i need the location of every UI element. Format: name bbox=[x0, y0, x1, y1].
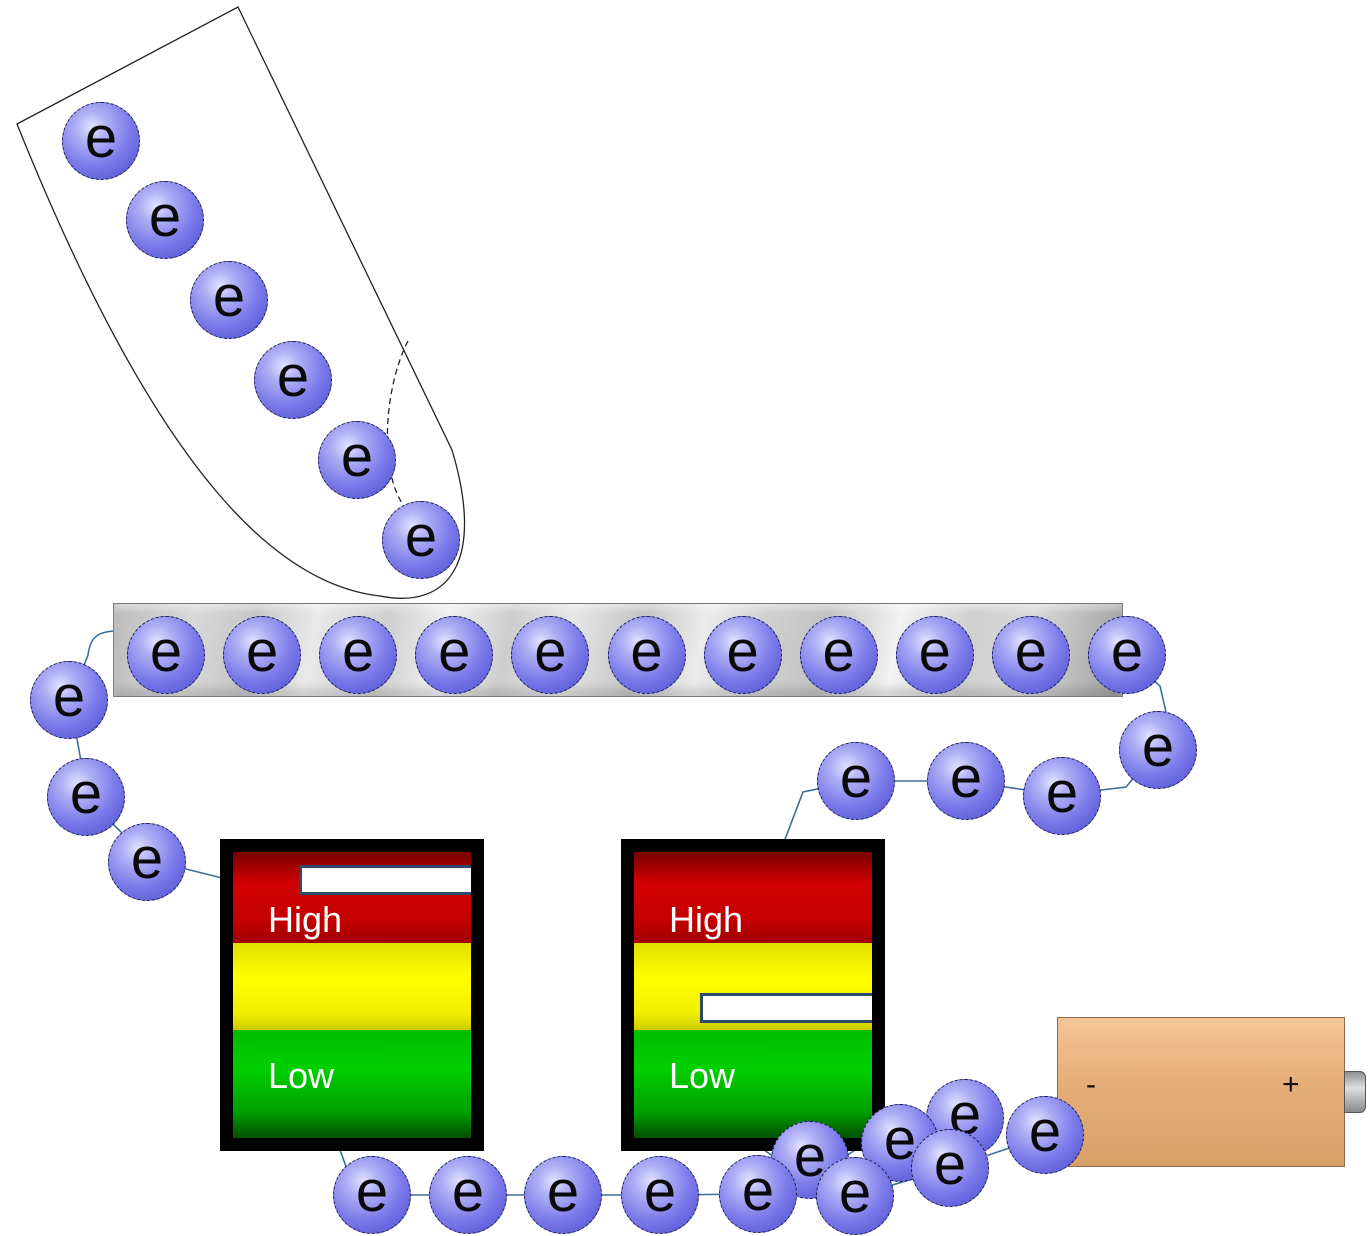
meter-indicator bbox=[700, 993, 882, 1023]
meter-high-label: High bbox=[268, 899, 342, 941]
electron-finger: e bbox=[382, 501, 460, 579]
electron-bar: e bbox=[511, 616, 589, 694]
electron-finger: e bbox=[62, 102, 140, 180]
electron-bar: e bbox=[223, 616, 301, 694]
battery-positive-label: + bbox=[1282, 1068, 1300, 1102]
electron-bar: e bbox=[319, 616, 397, 694]
meter-left: High Low bbox=[220, 839, 484, 1151]
battery-negative-label: - bbox=[1086, 1068, 1096, 1102]
electron-finger: e bbox=[190, 261, 268, 339]
electron-bar: e bbox=[800, 616, 878, 694]
electron-bar: e bbox=[608, 616, 686, 694]
electron-wire: e bbox=[1119, 711, 1197, 789]
electron-bar: e bbox=[415, 616, 493, 694]
meter-indicator bbox=[299, 865, 479, 895]
meter-right: High Low bbox=[621, 839, 885, 1151]
meter-mid-band bbox=[233, 943, 471, 1030]
meter-high-label: High bbox=[669, 899, 743, 941]
electron-wire: e bbox=[927, 742, 1005, 820]
electron-wire: e bbox=[429, 1156, 507, 1234]
electron-wire: e bbox=[816, 1157, 894, 1235]
electron-wire: e bbox=[524, 1156, 602, 1234]
electron-wire: e bbox=[333, 1156, 411, 1234]
electron-wire: e bbox=[1023, 757, 1101, 835]
electron-bar: e bbox=[992, 616, 1070, 694]
electron-wire: e bbox=[47, 758, 125, 836]
electron-finger: e bbox=[126, 181, 204, 259]
electron-wire: e bbox=[621, 1156, 699, 1234]
electron-wire: e bbox=[817, 742, 895, 820]
battery: - + bbox=[1057, 1017, 1345, 1167]
electron-finger: e bbox=[318, 421, 396, 499]
electron-wire: e bbox=[719, 1155, 797, 1233]
electron-wire: e bbox=[911, 1129, 989, 1207]
electron-bar: e bbox=[896, 616, 974, 694]
electron-bar: e bbox=[127, 616, 205, 694]
meter-low-label: Low bbox=[268, 1055, 334, 1097]
electron-bar: e bbox=[1088, 616, 1166, 694]
electron-wire: e bbox=[1006, 1096, 1084, 1174]
electron-wire: e bbox=[30, 661, 108, 739]
electron-finger: e bbox=[254, 341, 332, 419]
battery-terminal bbox=[1344, 1071, 1366, 1113]
meter-low-label: Low bbox=[669, 1055, 735, 1097]
electron-bar: e bbox=[704, 616, 782, 694]
electron-wire: e bbox=[108, 823, 186, 901]
